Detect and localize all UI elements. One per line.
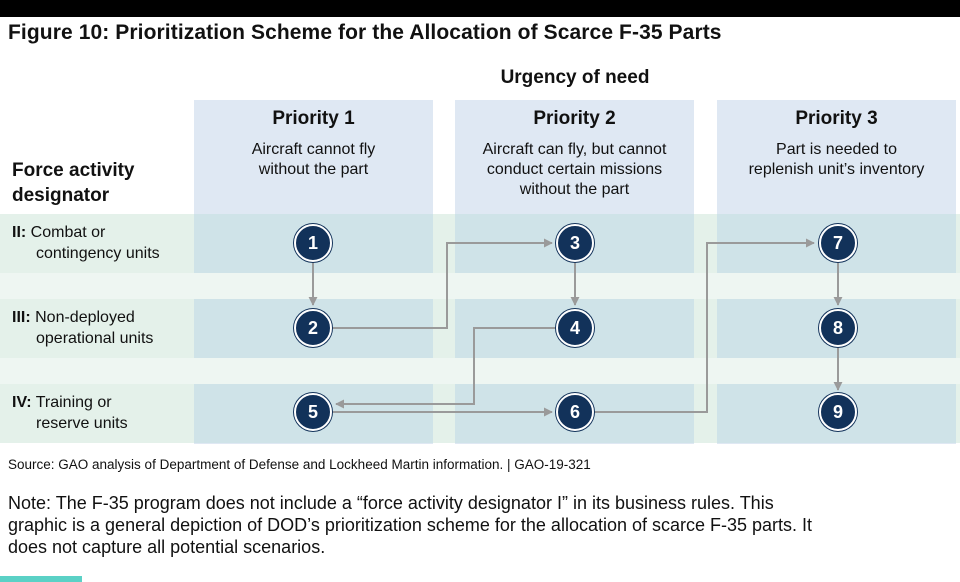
column-description-line: without the part	[519, 181, 630, 198]
note-line: Note: The F-35 program does not include …	[8, 493, 774, 513]
row-label-line: operational units	[36, 330, 154, 347]
column-description-line: conduct certain missions	[486, 161, 663, 178]
row-label-designator-IV: IV: Training or reserve units	[12, 392, 128, 434]
note-line: graphic is a general depiction of DOD’s …	[8, 515, 813, 535]
urgency-axis-label: Urgency of need	[500, 67, 650, 88]
node-3: 3	[556, 224, 594, 262]
row-gap-bg	[0, 273, 960, 299]
node-2: 2	[294, 309, 332, 347]
column-description: Aircraft cannot fly without the part	[194, 140, 433, 180]
row-label-designator-III: III: Non-deployed operational units	[12, 307, 153, 349]
source-line: Source: GAO analysis of Department of De…	[8, 457, 591, 472]
designator-code: IV:	[12, 394, 32, 411]
row-label-designator-II: II: Combat or contingency units	[12, 222, 160, 264]
row-label-line: reserve units	[36, 415, 128, 432]
row-label-line: Combat or	[30, 224, 106, 241]
column-description-line: Aircraft can fly, but cannot	[482, 141, 667, 158]
column-header-priority-2: Priority 2 Aircraft can fly, but cannot …	[455, 100, 694, 200]
figure-title: Figure 10: Prioritization Scheme for the…	[8, 21, 722, 44]
row-header-line: designator	[12, 185, 110, 206]
row-label-line: contingency units	[36, 245, 160, 262]
column-title: Priority 3	[795, 108, 878, 129]
column-description-line: without the part	[258, 161, 369, 178]
node-1: 1	[294, 224, 332, 262]
note-text: Note: The F-35 program does not include …	[8, 492, 953, 558]
designator-code: II:	[12, 224, 27, 241]
row-label-line: Training or	[35, 394, 112, 411]
column-description: Part is needed to replenish unit’s inven…	[717, 140, 956, 180]
column-header-priority-3: Priority 3 Part is needed to replenish u…	[717, 100, 956, 180]
column-title: Priority 1	[272, 108, 355, 129]
arrow-6-to-7	[594, 238, 815, 413]
column-header-priority-1: Priority 1 Aircraft cannot fly without t…	[194, 100, 433, 180]
node-6: 6	[556, 393, 594, 431]
arrow-2-to-3	[332, 238, 553, 329]
designator-code: III:	[12, 309, 31, 326]
column-description: Aircraft can fly, but cannot conduct cer…	[455, 140, 694, 200]
node-8: 8	[819, 309, 857, 347]
top-black-bar	[0, 0, 960, 17]
row-label-line: Non-deployed	[35, 309, 135, 326]
column-description-line: Part is needed to	[776, 141, 897, 158]
column-title: Priority 2	[533, 108, 616, 129]
note-line: does not capture all potential scenarios…	[8, 537, 326, 557]
arrow-4-to-5	[335, 327, 556, 409]
node-5: 5	[294, 393, 332, 431]
row-header-line: Force activity	[12, 160, 135, 181]
node-9: 9	[819, 393, 857, 431]
accent-bar	[0, 576, 82, 582]
row-header-force-activity-designator: Force activity designator	[12, 158, 135, 208]
column-description-line: Aircraft cannot fly	[251, 141, 376, 158]
column-description-line: replenish unit’s inventory	[748, 161, 925, 178]
row-gap-bg	[0, 358, 960, 384]
node-4: 4	[556, 309, 594, 347]
node-7: 7	[819, 224, 857, 262]
